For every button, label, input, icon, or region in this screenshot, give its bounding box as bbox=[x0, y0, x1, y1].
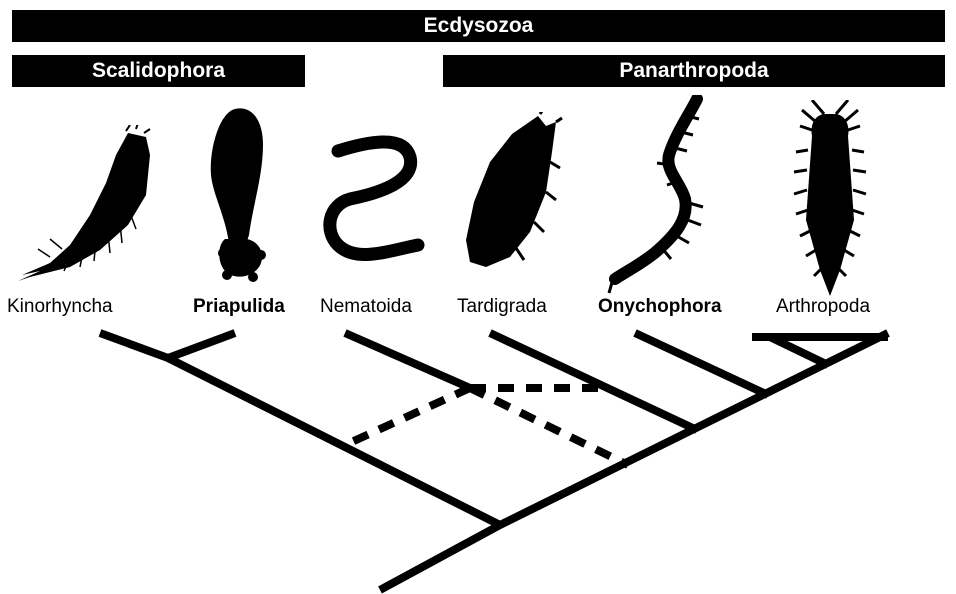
tree-dashed-nematoida-to-scalidophora bbox=[345, 388, 470, 445]
tree-dashed-nematoida-to-panarthropoda bbox=[470, 388, 628, 465]
tree-branch-nematoida bbox=[345, 333, 470, 388]
tree-branch-root bbox=[380, 525, 500, 590]
tree-branch-onychophora bbox=[635, 333, 768, 395]
tree-branch-kinorhyncha bbox=[100, 333, 168, 358]
tree-branch-priapulida bbox=[168, 333, 235, 358]
tree-branch-arthropoda-inner bbox=[770, 337, 828, 365]
